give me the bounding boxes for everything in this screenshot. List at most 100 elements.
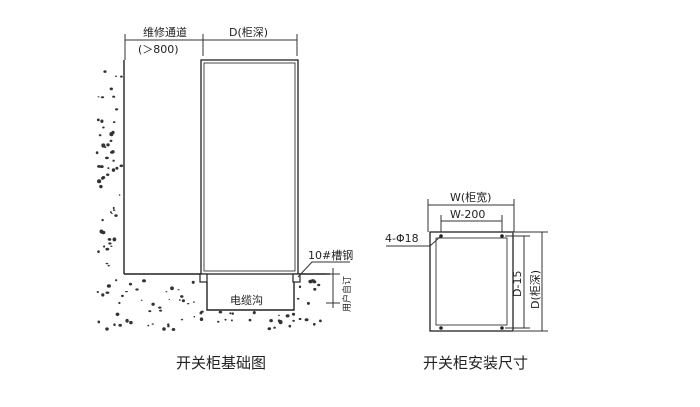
soil-speckle <box>285 314 290 318</box>
soil-speckle <box>112 121 116 124</box>
soil-speckle <box>128 282 133 286</box>
soil-speckle <box>306 301 310 305</box>
maintenance-value: (＞800) <box>138 43 179 56</box>
hole-leader <box>386 236 441 247</box>
cabinet <box>200 59 299 275</box>
soil-speckle <box>109 139 113 142</box>
soil-speckle <box>292 319 295 322</box>
soil-speckle <box>177 289 180 291</box>
soil-speckle <box>110 245 113 247</box>
cabinet-plan-inner <box>435 237 508 326</box>
soil-speckle <box>100 96 105 99</box>
soil-speckle <box>180 318 184 321</box>
soil-speckle <box>105 327 109 331</box>
soil-speckle <box>269 319 273 323</box>
soil-speckle <box>159 309 163 312</box>
soil-speckle <box>110 151 114 154</box>
soil-speckle <box>125 291 127 293</box>
mount-hole-bl <box>439 326 443 330</box>
soil-speckle <box>170 286 174 291</box>
soil-speckle <box>99 165 104 169</box>
inner-width-label: W-200 <box>450 208 485 221</box>
soil-speckle <box>224 318 227 321</box>
soil-speckle <box>180 295 184 298</box>
soil-speckle <box>101 293 105 297</box>
soil-speckle <box>151 302 155 306</box>
soil-speckle <box>95 151 99 155</box>
depth-label-right: D(柜深) <box>529 270 542 309</box>
soil-speckle <box>113 323 116 327</box>
channel-label: 10#槽钢 <box>308 249 353 262</box>
soil-speckle <box>96 118 100 122</box>
soil-speckle <box>101 230 106 235</box>
soil-speckle <box>109 87 114 91</box>
soil-speckle <box>252 311 256 315</box>
soil-speckle <box>125 318 129 323</box>
soil-speckle <box>193 315 196 318</box>
soil-speckle <box>313 322 316 326</box>
soil-speckle <box>106 173 110 176</box>
soil-speckle <box>317 283 321 287</box>
soil-speckle <box>312 280 315 283</box>
soil-speckle <box>199 317 204 322</box>
soil-speckle <box>100 119 104 123</box>
soil-speckle <box>112 209 116 211</box>
installation-caption: 开关柜安装尺寸 <box>423 354 528 372</box>
soil-speckle <box>97 250 100 254</box>
soil-speckle <box>98 134 102 137</box>
user-defined-label: 用户自订 <box>341 276 353 312</box>
soil-speckle <box>97 179 102 184</box>
soil-speckle <box>278 319 283 325</box>
soil-speckle <box>96 291 100 293</box>
soil-speckle <box>162 327 166 331</box>
soil-speckle <box>112 95 116 98</box>
soil-speckle <box>193 301 195 303</box>
soil-speckle <box>231 312 234 315</box>
soil-speckle <box>101 218 104 222</box>
soil-speckle <box>112 206 115 210</box>
soil-speckle <box>267 327 272 331</box>
soil-speckle <box>107 238 112 241</box>
soil-speckle <box>106 284 111 288</box>
soil-speckle <box>115 108 119 111</box>
soil-speckle <box>99 184 103 189</box>
channel-leader <box>297 261 350 278</box>
soil-speckle <box>248 318 252 322</box>
soil-speckle <box>101 176 106 179</box>
soil-speckle <box>97 96 100 98</box>
soil-speckle <box>181 299 185 303</box>
soil-speckle <box>291 312 296 316</box>
soil-speckle <box>298 285 302 289</box>
soil-speckle <box>229 312 232 315</box>
soil-speckle <box>298 317 302 321</box>
soil-speckle <box>112 237 117 242</box>
soil-speckle <box>115 279 118 282</box>
soil-speckle <box>319 319 322 323</box>
cabinet-plan-outer <box>429 231 514 332</box>
foundation-caption: 开关柜基础图 <box>176 354 266 372</box>
soil-speckle <box>187 303 190 305</box>
mount-hole-br <box>500 326 504 330</box>
soil-speckle <box>108 242 112 245</box>
soil-speckle <box>111 212 113 215</box>
soil-speckle <box>110 211 112 214</box>
soil-speckle <box>115 312 120 316</box>
soil-speckle <box>111 168 116 172</box>
width-label: W(柜宽) <box>450 190 491 204</box>
soil-speckle <box>106 143 110 147</box>
trench-label: 电缆沟 <box>230 294 263 307</box>
soil-speckle <box>105 291 110 294</box>
soil-speckle <box>178 299 181 301</box>
soil-speckle <box>171 328 176 331</box>
soil-speckle <box>135 288 139 291</box>
mount-hole-tl <box>439 234 443 238</box>
depth-label: D(柜深) <box>229 26 268 39</box>
soil-speckle <box>119 164 124 168</box>
mount-hole-tr <box>500 234 504 238</box>
soil-speckle <box>217 320 220 323</box>
channel-steel-right <box>292 273 301 283</box>
soil-speckle <box>167 323 170 326</box>
soil-speckle <box>105 247 110 251</box>
soil-speckle <box>105 262 109 265</box>
